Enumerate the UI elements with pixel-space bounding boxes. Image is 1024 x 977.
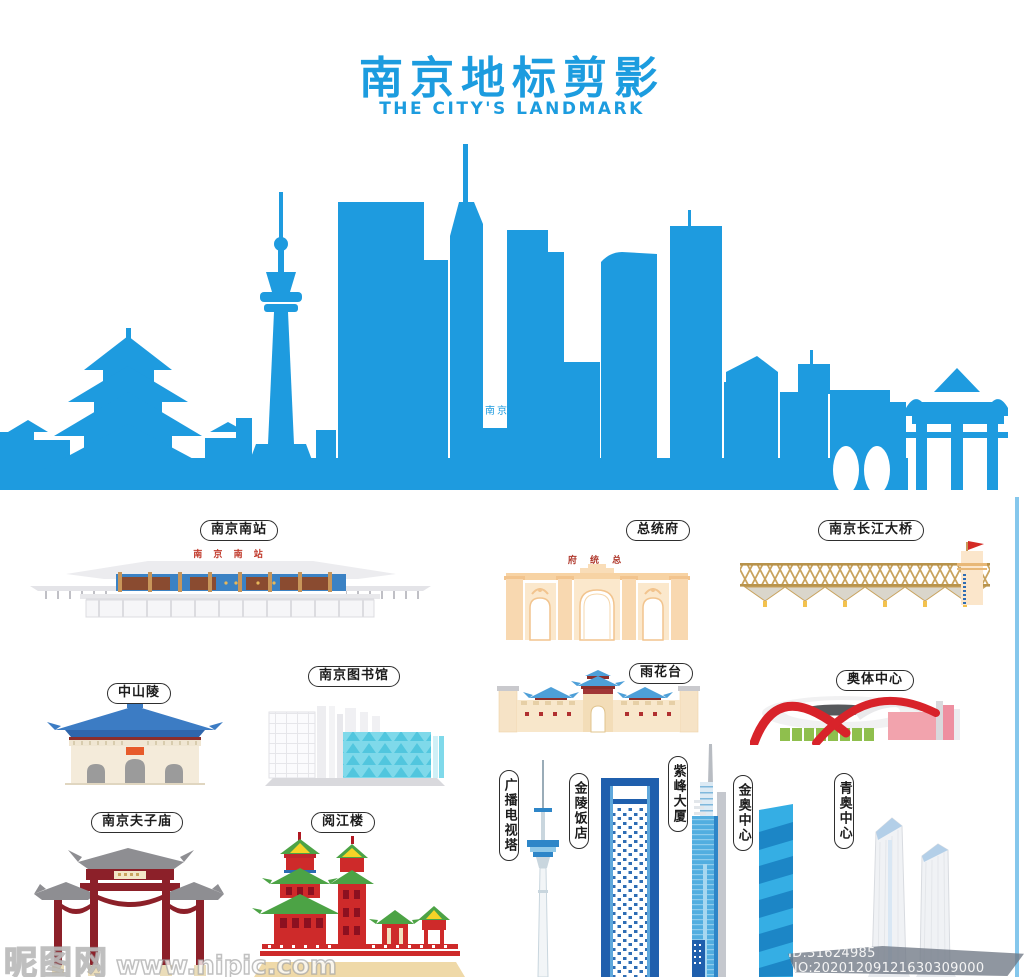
right-edge-line	[1015, 497, 1019, 977]
label-yuhuatai: 雨花台	[629, 663, 694, 684]
olympic-sports-center-illustration	[750, 696, 960, 745]
jinling-hotel-illustration	[601, 778, 659, 977]
station-illustration: 南 京 南 站	[30, 548, 431, 618]
page-title: 南京地标剪影	[359, 53, 665, 104]
zhongshan-mausoleum-illustration	[47, 703, 223, 785]
watermark-site-url: www.nipic.com	[115, 950, 337, 977]
station-sign-text: 南 京 南 站	[193, 548, 266, 560]
page-subtitle: THE CITY'S LANDMARK	[379, 99, 645, 119]
watermark-id-stamp: ID:31624985 NO:20201209121630309000	[788, 946, 1024, 976]
watermark-site-name: 昵图网	[3, 942, 109, 977]
label-zifeng-tower: 紫峰大厦	[668, 756, 688, 832]
label-radio-tv-tower: 广播电视塔	[499, 770, 519, 861]
label-jinao-center: 金奥中心	[733, 775, 753, 851]
nanjing-library-illustration	[265, 706, 445, 786]
label-nanjing-library: 南京图书馆	[308, 666, 401, 687]
confucius-temple-illustration	[34, 848, 224, 976]
watermark-site: 昵图网 www.nipic.com	[3, 936, 337, 977]
label-yuejiang-tower: 阅江楼	[311, 812, 376, 833]
watermark-id-text: ID:31624985 NO:20201209121630309000	[788, 946, 985, 976]
skyline-silhouette: 南京	[0, 144, 1008, 490]
label-jinling-hotel: 金陵饭店	[569, 773, 589, 849]
label-presidential-palace: 总统府	[626, 520, 691, 541]
radio-tv-tower-illustration	[527, 760, 559, 977]
label-zhongshan-mausoleum: 中山陵	[107, 683, 172, 704]
zifeng-tower-illustration	[692, 744, 726, 977]
yuhuatai-illustration	[497, 670, 700, 733]
label-nanjing-south-station: 南京南站	[200, 520, 279, 541]
palace-sign-text: 府 统 总	[568, 554, 626, 566]
flag-icon	[968, 541, 984, 550]
label-youth-olympic-center: 青奥中心	[834, 773, 854, 849]
yuejiang-tower-illustration	[252, 832, 465, 977]
youth-olympic-center-illustration	[868, 817, 956, 977]
label-olympic-sports-center: 奥体中心	[836, 670, 915, 691]
label-yangtze-river-bridge: 南京长江大桥	[818, 520, 925, 541]
label-confucius-temple: 南京夫子庙	[91, 812, 184, 833]
skyline-inscription: 南京	[485, 404, 509, 417]
presidential-palace-illustration: 府 统 总	[504, 554, 690, 641]
yangtze-bridge-illustration	[740, 541, 990, 607]
jinao-center-illustration	[759, 804, 793, 977]
